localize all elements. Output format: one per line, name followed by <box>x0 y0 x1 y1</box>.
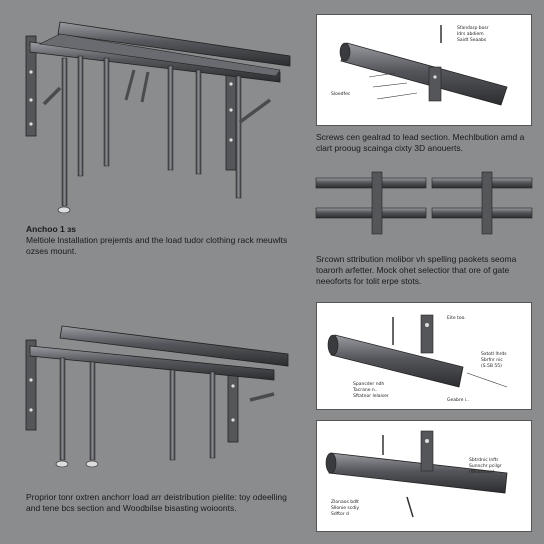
rack-illustration-bottom <box>25 325 289 468</box>
callout-a-label-2: Sbrfnr nic <box>481 357 503 363</box>
callout-b-label-4: Zlonaos bdlt <box>331 499 359 505</box>
callout-b-label-5: Sllonie scdiy <box>331 505 359 511</box>
callout-a-label-6: Sftatnor lelaiser <box>353 393 389 399</box>
caption-bottom-left: Proprior tonr oxtren anchorr load arr de… <box>26 492 287 513</box>
callout-a-label-3: (S.5B 55) <box>481 363 502 369</box>
detail-panel-callout-a: Eite too. Sxtotl lhrds Sbrfnr nic (S.5B … <box>316 302 532 410</box>
caption-top-left-title: Anchoo 1 ɜs <box>26 224 77 234</box>
detail-panel-pipe-top: Sfandarp bosr ldrs abdiem Saidt Seaabs S… <box>316 14 532 126</box>
caption-top-right: Screws cen gealrad to lead section. Mech… <box>316 132 525 153</box>
callout-a-label-5: Tacrane n.. <box>352 387 378 393</box>
panel-pipe-top-label-2: ldrs abdiem <box>457 31 484 37</box>
callout-a-label-1: Sxtotl lhrds <box>481 351 507 357</box>
detail-panel-callout-b: Sbtrdnic lnftr Sunnchr pcilgr (Weatmeir)… <box>316 420 532 532</box>
callout-b-label-3: (Weatmeir) <box>469 469 494 475</box>
panel-pipe-top-label-3: Saidt Seaabs <box>457 37 487 43</box>
panel-pipe-top-label-1: Sfandarp bosr <box>457 25 489 31</box>
callout-b-label-1: Sbtrdnic lnftr <box>469 457 498 463</box>
callout-b-label-6: Sdftor d <box>331 511 349 517</box>
caption-top-left-text: Meltiole lnstallation prejemts and the l… <box>26 235 288 256</box>
callout-b-label-2: Sunnchr pcilgr <box>469 463 502 469</box>
caption-top-left: Anchoo 1 ɜs Meltiole lnstallation prejem… <box>26 224 306 257</box>
panel-pipe-top-label-4: Sloedfec <box>331 91 351 97</box>
callout-a-label-4: Spancder ndh <box>353 381 384 387</box>
callout-a-label-7: Geabre i.. <box>447 397 469 403</box>
caption-mid-right: Srcown sttribution molibor vh spelling p… <box>316 254 517 286</box>
pipe-joint-views <box>315 171 533 235</box>
callout-a-title: Eite too. <box>447 315 466 321</box>
